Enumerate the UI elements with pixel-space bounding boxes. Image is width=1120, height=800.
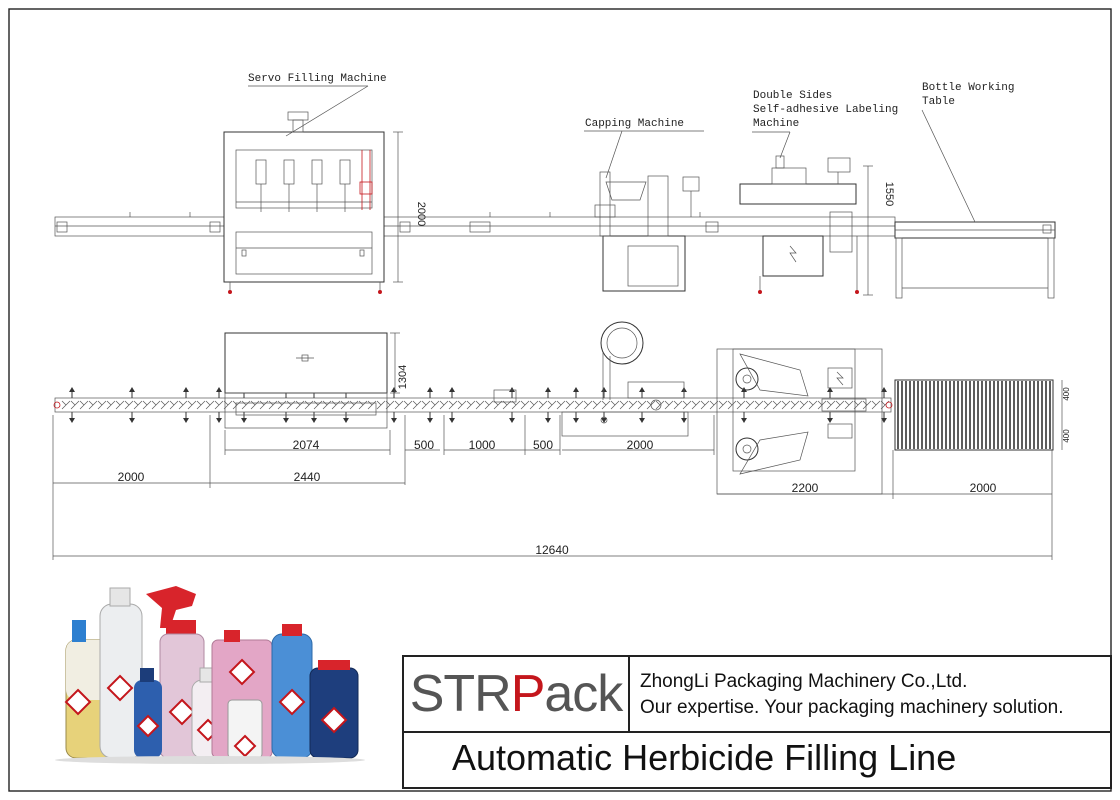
dim-500-b: 500 <box>533 438 553 452</box>
table-width-dim-top: 400 <box>1062 387 1071 401</box>
title-divider <box>404 731 1110 733</box>
table-slats <box>897 381 1051 449</box>
company-name: ZhongLi Packaging Machinery Co.,Ltd. <box>640 671 968 692</box>
label-servo: Servo Filling Machine <box>248 73 387 85</box>
label-labeling-3: Machine <box>753 118 799 130</box>
capping-machine <box>594 171 700 292</box>
dim-total: 12640 <box>535 543 569 557</box>
dim-2074: 2074 <box>293 438 320 452</box>
logo-text-ack: ack <box>544 665 623 723</box>
logo-text-str: STR <box>409 665 512 723</box>
company-info: ZhongLi Packaging Machinery Co.,Ltd. Our… <box>640 669 1064 721</box>
logo-text-p: P <box>510 665 546 723</box>
label-labeling-1: Double Sides <box>753 90 832 102</box>
dim-500-a: 500 <box>414 438 434 452</box>
filler-height-dim: 2000 <box>415 202 427 226</box>
side-elevation: 2000 <box>54 73 1056 299</box>
dim-2000-capping: 2000 <box>627 438 654 452</box>
sensor-unit <box>493 389 517 403</box>
labeler-height-dim: 1550 <box>883 182 895 206</box>
table-width-dim-bottom: 400 <box>1062 429 1071 443</box>
label-table-2: Table <box>922 96 955 108</box>
drawing-frame <box>8 8 1112 792</box>
filler-plan: 1304 <box>224 332 409 429</box>
dim-2000-right: 2000 <box>970 481 997 495</box>
bottle-working-table <box>894 221 1056 299</box>
bottles-illustration <box>55 586 365 764</box>
dim-2200: 2200 <box>792 481 819 495</box>
label-table-1: Bottle Working <box>922 82 1014 94</box>
servo-filling-machine: 2000 <box>223 111 427 294</box>
conveyor-chain <box>61 400 890 410</box>
capping-plan <box>561 321 689 437</box>
filler-plan-height-dim: 1304 <box>397 365 409 389</box>
labeler-plan <box>716 348 883 495</box>
dim-2000-left: 2000 <box>118 470 145 484</box>
label-labeling-2: Self-adhesive Labeling <box>753 104 898 116</box>
dim-1000: 1000 <box>469 438 496 452</box>
dim-2440: 2440 <box>294 470 321 484</box>
plan-view: 1304 <box>52 321 1071 560</box>
line-title: Automatic Herbicide Filling Line <box>452 737 957 778</box>
label-capping: Capping Machine <box>585 118 684 130</box>
labeling-machine: 1550 <box>739 155 895 296</box>
company-slogan: Our expertise. Your packaging machinery … <box>640 697 1064 718</box>
